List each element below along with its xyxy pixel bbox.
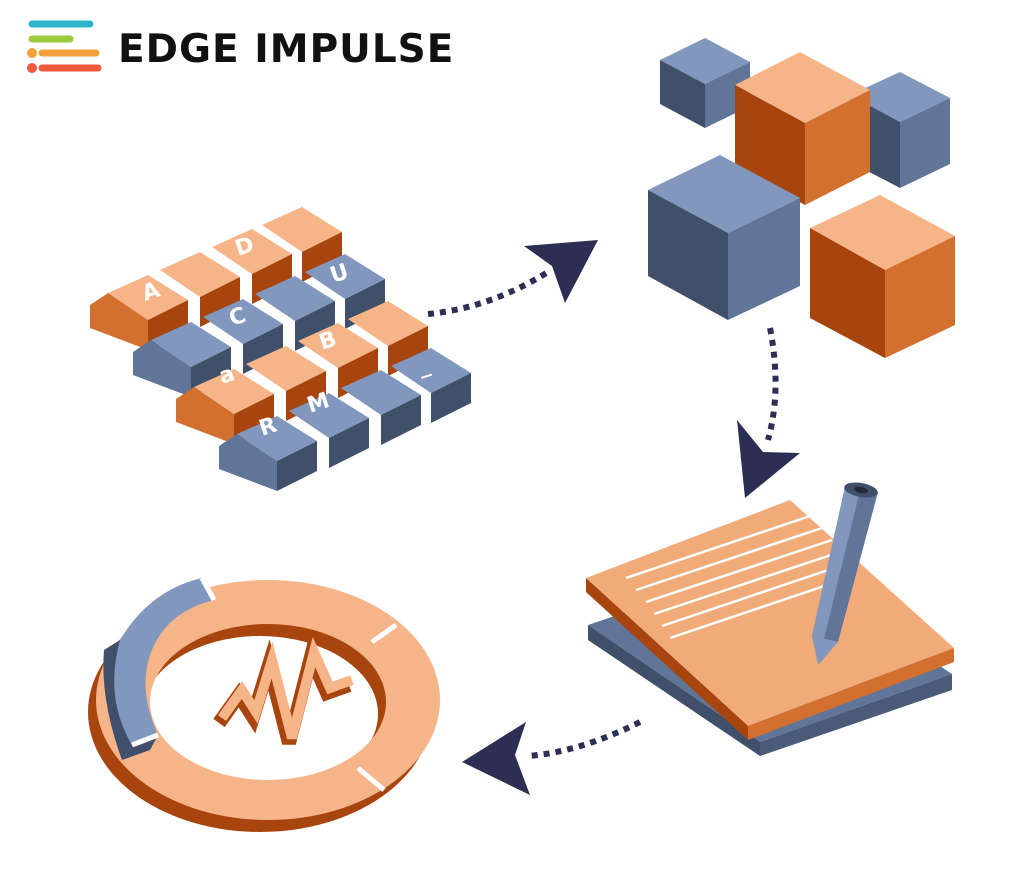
arrow-train-to-deploy [462,719,642,795]
paper-pencil-icon [586,482,954,756]
pencil-icon [812,482,878,665]
edge-impulse-logo: EDGE IMPULSE [27,20,454,73]
key-block-row-1 [90,207,342,350]
brand-name: EDGE IMPULSE [118,27,454,72]
key-label-b: B [316,327,340,356]
cubes-icon [648,38,955,358]
key-block-row-2 [133,254,385,397]
key-label-r: R [256,413,280,442]
key-block-row-3 [176,301,428,444]
arrow-collect-to-design [427,240,598,317]
signal-ring-icon [88,576,440,832]
logo-mark-icon [27,20,102,73]
key-block-row-4 [219,348,471,491]
arrow-design-to-train [737,327,800,498]
waveform-icon [213,635,354,745]
ring-segment-gaps [131,576,398,792]
key-label-c: C [226,303,249,332]
keyboard-blocks-icon: A D C U B a M R _ [90,207,471,491]
key-label-a-upper: A [139,278,163,307]
paper-text-lines [625,514,855,640]
key-label-a-lower: a [216,361,238,389]
